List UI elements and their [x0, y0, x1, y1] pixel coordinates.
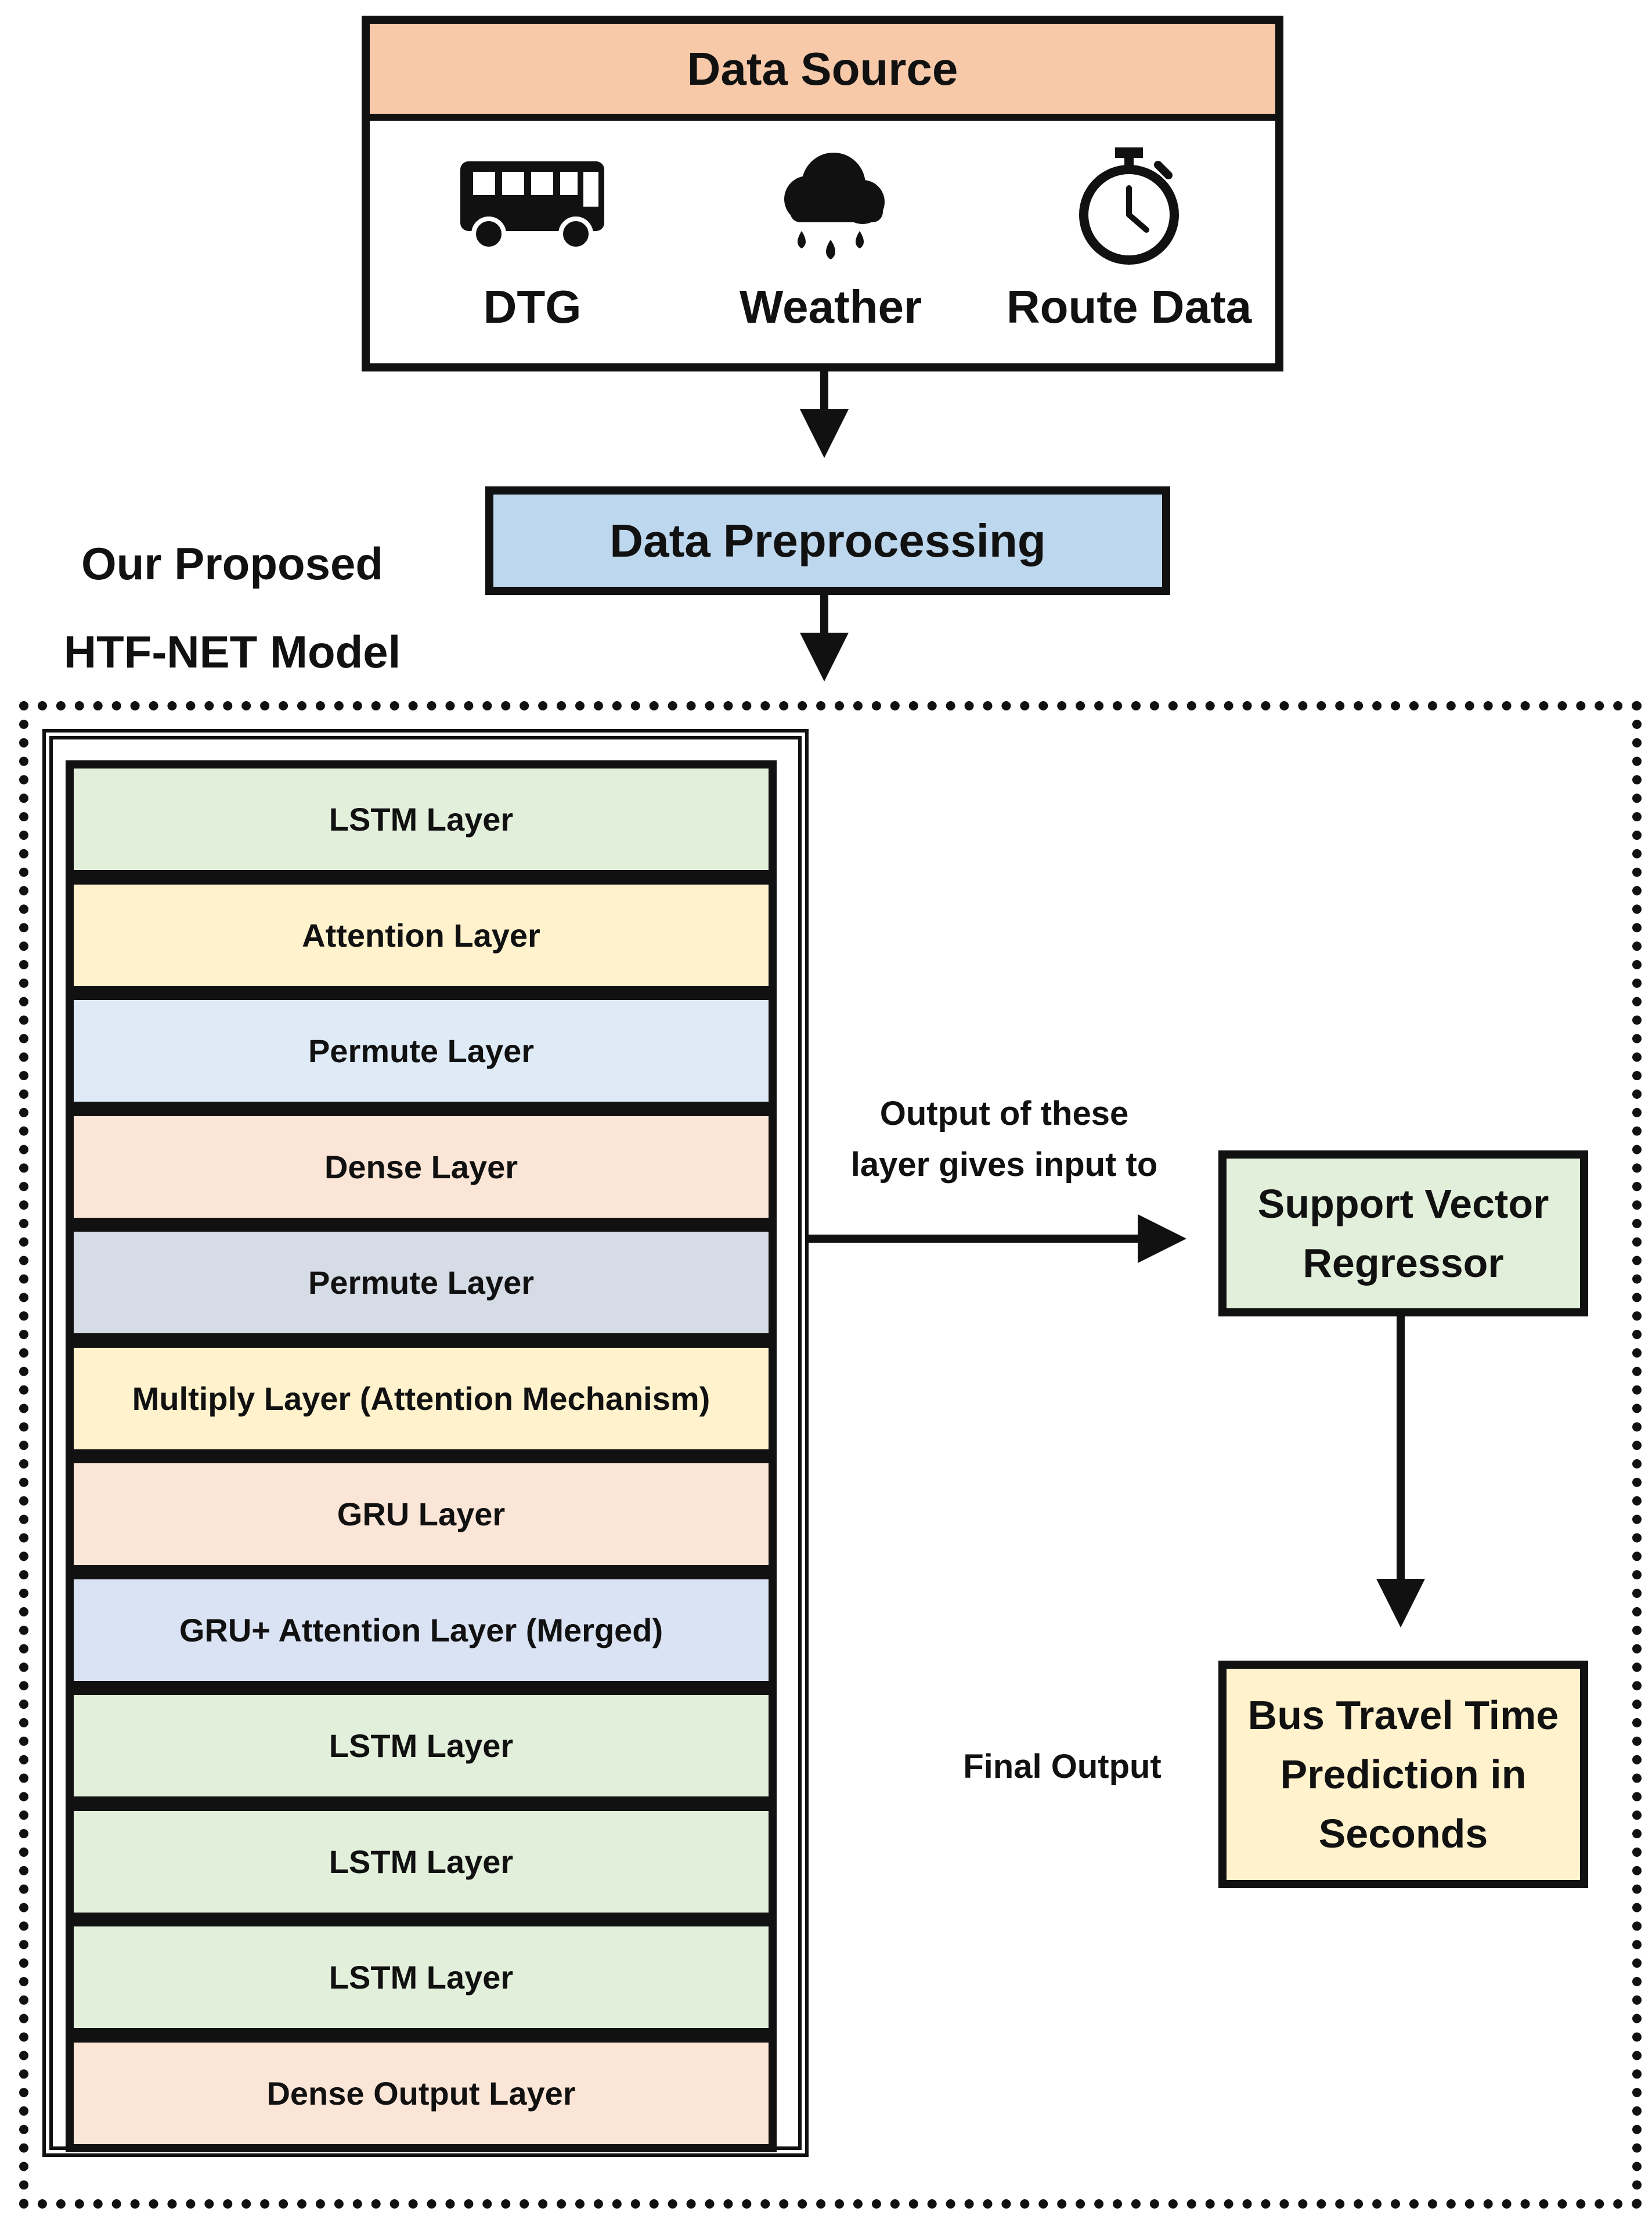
layer-label: Permute Layer [308, 1033, 535, 1069]
layer-label: Multiply Layer (Attention Mechanism) [132, 1380, 710, 1417]
model-region [19, 701, 1642, 2209]
source-item-weather: Weather [691, 121, 970, 371]
source-label-weather: Weather [739, 281, 922, 333]
data-preprocessing-box: Data Preprocessing [485, 486, 1170, 595]
prediction-line2: Prediction in [1280, 1752, 1527, 1797]
layer-box: Dense Output Layer [66, 2034, 777, 2152]
layer-label: GRU Layer [337, 1496, 506, 1532]
bus-icon [393, 144, 672, 272]
prediction-line3: Seconds [1318, 1811, 1488, 1856]
model-title-line1: Our Proposed [81, 538, 384, 589]
layer-box: GRU Layer [66, 1455, 777, 1573]
layer-box: LSTM Layer [66, 1687, 777, 1805]
layer-box: GRU+ Attention Layer (Merged) [66, 1571, 777, 1689]
layer-label: Dense Output Layer [266, 2075, 576, 2112]
svr-line1: Support Vector [1257, 1181, 1549, 1226]
layer-box: LSTM Layer [66, 1803, 777, 1921]
model-title-line2: HTF-NET Model [63, 626, 401, 677]
layer-label: Permute Layer [308, 1264, 535, 1301]
layer-box: LSTM Layer [66, 1918, 777, 2036]
layer-label: LSTM Layer [329, 1959, 514, 1996]
connector-note-line1: Output of these [879, 1095, 1129, 1132]
layer-label: LSTM Layer [329, 1727, 514, 1764]
source-item-dtg: DTG [393, 121, 672, 371]
layer-label: Attention Layer [302, 917, 540, 954]
connector-note: Output of these layer gives input to [801, 1088, 1207, 1190]
source-label-dtg: DTG [483, 281, 582, 333]
layer-box: Multiply Layer (Attention Mechanism) [66, 1340, 777, 1457]
layer-label: LSTM Layer [329, 801, 514, 838]
layer-box: Dense Layer [66, 1108, 777, 1226]
layer-box: Permute Layer [66, 1224, 777, 1341]
prediction-box: Bus Travel Time Prediction in Seconds [1218, 1661, 1588, 1888]
layer-label: LSTM Layer [329, 1843, 514, 1880]
final-output-label: Final Output [963, 1748, 1162, 1785]
layer-label: Dense Layer [324, 1149, 518, 1185]
data-source-box: Data Source DTG [362, 16, 1283, 371]
layer-label: GRU+ Attention Layer (Merged) [179, 1612, 663, 1648]
rain-cloud-icon [691, 144, 970, 272]
data-source-title: Data Source [370, 24, 1275, 121]
svr-line2: Regressor [1303, 1240, 1504, 1286]
source-item-route-data: Route Data [990, 121, 1268, 371]
connector-note-line2: layer gives input to [850, 1146, 1158, 1184]
layer-box: LSTM Layer [66, 760, 777, 878]
model-title: Our Proposed HTF-NET Model [46, 519, 418, 696]
svr-box: Support Vector Regressor [1218, 1150, 1588, 1316]
prediction-line1: Bus Travel Time [1247, 1693, 1559, 1738]
stopwatch-icon [990, 144, 1268, 272]
layer-box: Attention Layer [66, 876, 777, 994]
layer-box: Permute Layer [66, 992, 777, 1110]
source-label-route-data: Route Data [1006, 281, 1252, 333]
